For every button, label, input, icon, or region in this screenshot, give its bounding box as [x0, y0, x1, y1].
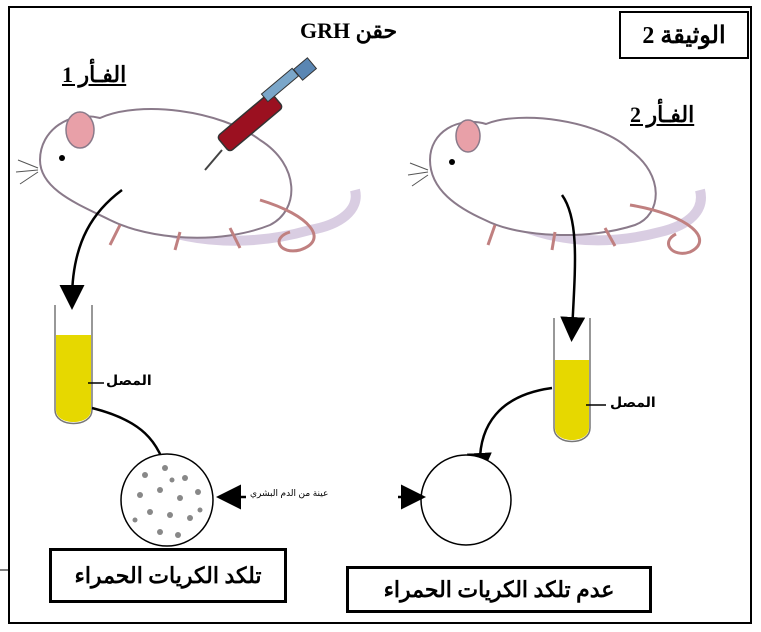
result-agglutination: تلكد الكريات الحمراء: [49, 548, 287, 603]
serum-label-1: المصل: [106, 372, 152, 389]
mouse-2-label: الفـأر 2: [630, 102, 694, 128]
injection-label: حقن GRH: [300, 18, 397, 44]
dish-agglutinated-icon: [121, 454, 213, 546]
mouse-1-icon: [16, 109, 356, 251]
serum-label-2: المصل: [610, 394, 656, 411]
arrow-tube2-to-dish: [480, 388, 552, 468]
test-tube-2-icon: [554, 318, 590, 442]
dish-not-agglutinated-icon: [421, 455, 511, 545]
mouse-2-icon: [408, 118, 701, 254]
human-blood-sample-label: عينة من الدم البشري: [250, 488, 328, 499]
test-tube-1-icon: [55, 305, 92, 424]
result-no-agglutination: عدم تلكد الكريات الحمراء: [346, 566, 652, 613]
mouse-1-label: الفـأر 1: [62, 62, 126, 88]
